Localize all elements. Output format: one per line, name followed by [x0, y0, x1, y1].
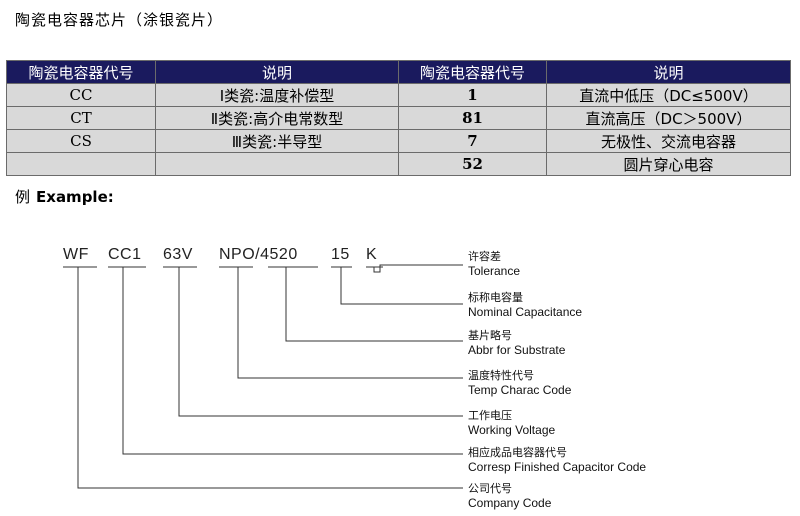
callout-working-voltage: 工作电压 Working Voltage	[468, 409, 555, 437]
table-cell: 81	[398, 106, 547, 130]
leader-temp	[237, 267, 463, 379]
callout-zh: 公司代号	[468, 482, 512, 495]
callout-company-code: 公司代号 Company Code	[468, 482, 551, 510]
leader-company	[77, 267, 463, 489]
callout-nominal-capacitance: 标称电容量 Nominal Capacitance	[468, 291, 582, 319]
leader-substrate	[285, 267, 463, 342]
callout-zh: 基片略号	[468, 329, 512, 342]
table-cell: 无极性、交流电容器	[546, 129, 791, 153]
example-label-zh: 例	[15, 188, 31, 206]
header-description: 说明	[155, 60, 399, 84]
callout-substrate: 基片略号 Abbr for Substrate	[468, 329, 565, 357]
callout-en: Abbr for Substrate	[468, 343, 566, 357]
callout-zh: 温度特性代号	[468, 369, 534, 382]
callout-en: Working Voltage	[468, 423, 556, 437]
table-cell: Ⅰ类瓷:温度补偿型	[155, 83, 399, 107]
table-cell: Ⅲ类瓷:半导型	[155, 129, 399, 153]
header-description: 说明	[546, 60, 791, 84]
table-cell: CC	[6, 83, 156, 107]
callout-en: Corresp Finished Capacitor Code	[468, 460, 647, 474]
part-segment-capacitance: 15	[331, 246, 350, 263]
part-segment-capacitor-code: CC1	[108, 246, 142, 263]
table-cell	[155, 152, 399, 176]
part-segment-voltage: 63V	[163, 246, 193, 263]
callout-tolerance: 许容差 Tolerance	[468, 250, 520, 278]
page-title: 陶瓷电容器芯片（涂银瓷片）	[15, 11, 224, 29]
table-cell: 52	[398, 152, 547, 176]
leader-capacitance	[340, 267, 463, 305]
callout-zh: 工作电压	[468, 409, 512, 422]
part-segment-tolerance: K	[366, 246, 378, 263]
leader-voltage	[178, 267, 463, 417]
table-row: CC Ⅰ类瓷:温度补偿型 1 直流中低压（DC≤500V）	[6, 83, 791, 107]
table-cell: 直流高压（DC＞500V）	[546, 106, 791, 130]
table-cell: 圆片穿心电容	[546, 152, 791, 176]
callout-temp-charac: 温度特性代号 Temp Charac Code	[468, 369, 571, 397]
table-cell: Ⅱ类瓷:高介电常数型	[155, 106, 399, 130]
part-segment-company: WF	[63, 246, 89, 263]
callout-en: Nominal Capacitance	[468, 305, 583, 319]
callout-zh: 许容差	[468, 250, 501, 263]
part-segment-temp-substrate: NPO/4520	[219, 246, 298, 263]
table-row: CT Ⅱ类瓷:高介电常数型 81 直流高压（DC＞500V）	[6, 106, 791, 130]
leader-capacitor-code	[122, 267, 463, 455]
callout-en: Tolerance	[468, 264, 521, 278]
leader-tolerance	[373, 264, 463, 273]
table-cell: 1	[398, 83, 547, 107]
table-cell	[6, 152, 156, 176]
callout-zh: 相应成品电容器代号	[468, 446, 567, 459]
table-header-row: 陶瓷电容器代号 说明 陶瓷电容器代号 说明	[6, 60, 791, 84]
example-label-en: Example:	[36, 188, 114, 206]
table-cell: 7	[398, 129, 547, 153]
table-row: 52 圆片穿心电容	[6, 152, 791, 176]
callout-capacitor-code: 相应成品电容器代号 Corresp Finished Capacitor Cod…	[468, 446, 646, 474]
header-code: 陶瓷电容器代号	[6, 60, 156, 84]
header-code: 陶瓷电容器代号	[398, 60, 547, 84]
callout-en: Company Code	[468, 496, 552, 510]
capacitor-code-table: 陶瓷电容器代号 说明 陶瓷电容器代号 说明 CC Ⅰ类瓷:温度补偿型 1 直流中…	[6, 60, 791, 176]
table-cell: 直流中低压（DC≤500V）	[546, 83, 791, 107]
callout-zh: 标称电容量	[468, 291, 523, 304]
example-label: 例 Example:	[15, 186, 114, 207]
callout-en: Temp Charac Code	[468, 383, 572, 397]
